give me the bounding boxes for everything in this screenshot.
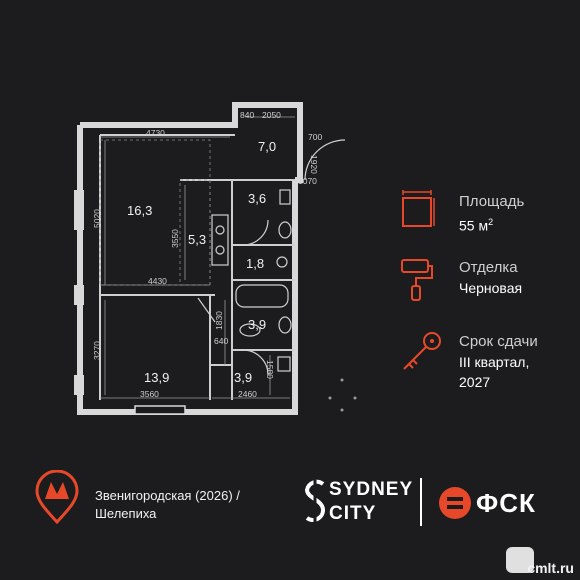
deadline-value-line2: 2027 <box>459 374 491 390</box>
dim-label: 1070 <box>298 176 317 186</box>
dim-label: 2050 <box>262 110 281 120</box>
fsk-logo-icon <box>439 487 471 519</box>
watermark: cmlt.ru <box>527 560 574 576</box>
area-icon <box>402 190 435 227</box>
dim-label: 2460 <box>238 389 257 399</box>
room-area-bath: 3,9 <box>248 317 266 332</box>
dimension-lines <box>100 116 295 399</box>
paint-roller-icon <box>401 259 433 301</box>
area-value: 55 м2 <box>459 217 494 234</box>
room-area-kitchen: 7,0 <box>258 139 276 154</box>
dim-label: 4730 <box>146 128 165 138</box>
key-icon <box>403 332 441 370</box>
room-area-corridor: 5,3 <box>188 232 206 247</box>
room-area-bedroom: 13,9 <box>144 370 169 385</box>
room-area-living: 16,3 <box>127 203 152 218</box>
metro-station-line1: Звенигородская (2026) / <box>95 488 240 503</box>
area-label: Площадь <box>459 193 525 210</box>
metro-station: Звенигородская (2026) / Шелепиха <box>95 487 240 523</box>
sydney-line1: SYDNEY <box>329 479 414 500</box>
watermark-icon <box>506 547 534 573</box>
sydney-line2: CITY <box>329 503 377 524</box>
dim-label: 1920 <box>309 155 319 174</box>
room-area-wc: 1,8 <box>246 256 264 271</box>
dim-label: 1830 <box>214 311 224 330</box>
dim-label: 700 <box>308 132 322 142</box>
developer-logo: ФСК <box>476 488 536 518</box>
sydney-city-logo-icon <box>304 479 326 524</box>
dim-label: 1580 <box>265 360 275 379</box>
finish-label: Отделка <box>459 259 518 276</box>
dim-label: 840 <box>240 110 254 120</box>
deadline-value-line1: III квартал, <box>459 354 530 370</box>
compass-icon <box>328 378 357 412</box>
fixtures <box>211 189 292 372</box>
door-swings <box>197 139 346 376</box>
deadline-label: Срок сдачи <box>459 333 538 350</box>
dim-label: 3560 <box>140 389 159 399</box>
dim-label: 640 <box>214 336 228 346</box>
metro-station-line2: Шелепиха <box>95 506 157 521</box>
finish-value: Черновая <box>459 280 523 296</box>
sydney-city-logo: SYDNEY CITY <box>329 478 413 526</box>
dim-label: 3550 <box>170 229 180 248</box>
room-area-hall-bottom: 3,9 <box>234 370 252 385</box>
living-zone <box>99 139 211 286</box>
logo-divider <box>420 478 422 526</box>
dim-label: 5020 <box>92 209 102 228</box>
room-area-hall: 3,6 <box>248 191 266 206</box>
dim-label: 4430 <box>148 276 167 286</box>
metro-icon <box>35 470 79 524</box>
dim-label: 3270 <box>92 341 102 360</box>
windows <box>74 190 186 415</box>
